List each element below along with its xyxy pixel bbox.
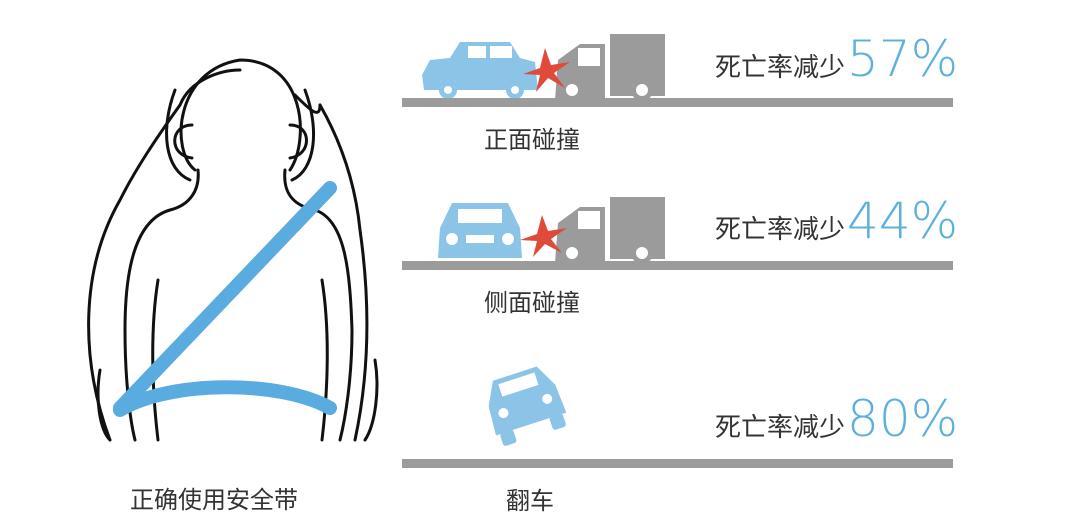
stat-rollover: 死亡率减少 80%	[715, 394, 958, 444]
scenario-label: 翻车	[506, 487, 554, 515]
stat-text: 死亡率减少	[715, 53, 846, 83]
stat-percent: 44%	[847, 192, 959, 250]
stat-frontal: 死亡率减少 57%	[715, 34, 958, 84]
stat-percent: 80%	[847, 390, 959, 448]
road-line	[402, 98, 953, 107]
lap-belt	[113, 380, 337, 417]
stat-side: 死亡率减少 44%	[715, 196, 958, 246]
shoulder-belt	[113, 181, 337, 415]
rollover-car-icon	[488, 366, 567, 446]
scenario-label: 正面碰撞	[484, 126, 580, 154]
road-line	[402, 261, 953, 270]
seatbelt-person-illustration	[87, 58, 379, 442]
stat-text: 死亡率减少	[715, 413, 846, 443]
seatbelt-caption: 正确使用安全带	[130, 486, 298, 514]
stat-text: 死亡率减少	[715, 215, 846, 245]
road-line	[402, 459, 953, 468]
side-collision-icon	[438, 197, 665, 264]
frontal-collision-icon	[422, 34, 665, 101]
scenario-label: 侧面碰撞	[484, 289, 580, 317]
stat-percent: 57%	[847, 30, 959, 88]
